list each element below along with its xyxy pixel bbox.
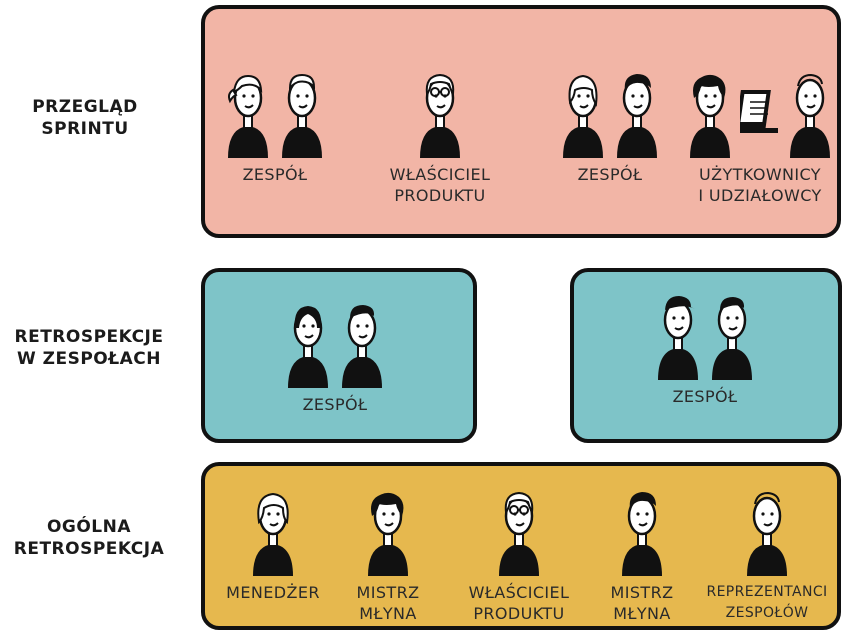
group-caption: ZESPÓŁ [205,164,345,185]
group-caption: WŁAŚCICIEL PRODUKTU [446,582,592,624]
figures [260,298,410,388]
figures [208,486,338,576]
figures [205,68,345,158]
caption-line: MŁYNA [359,604,417,623]
row-label-line: W ZESPOŁACH [16,349,162,369]
person-icon [617,74,657,158]
row-label-overall-retro: OGÓLNA RETROSPEKCJA [4,516,174,560]
group-caption: REPREZENTANCI ZESPOŁÓW [694,582,840,624]
group-product-owner: WŁAŚCICIEL PRODUKTU [360,68,520,206]
woman-icon [563,74,603,158]
caption-line: UŻYTKOWNICY [698,165,821,184]
group-team: ZESPÓŁ [205,68,345,185]
person-icon [747,491,787,576]
caption-line: ZESPOŁÓW [725,605,809,621]
group-team: ZESPÓŁ [260,298,410,415]
person-icon [282,73,322,158]
group-caption: MISTRZ MŁYNA [592,582,692,624]
caption-line: MISTRZ [356,583,420,602]
person-icon [712,297,752,380]
figures [592,486,692,576]
caption-line: WŁAŚCICIEL [468,583,570,602]
row-label-line: SPRINTU [41,119,129,139]
row-label-line: RETROSPEKCJA [13,539,165,559]
woman-icon [288,306,328,388]
group-caption: MISTRZ MŁYNA [338,582,438,624]
row-label-line: OGÓLNA [46,517,132,537]
group-caption: ZESPÓŁ [260,394,410,415]
figures [338,486,438,576]
laptop-icon [740,90,778,133]
caption-line: MENEDŻER [226,583,320,602]
group-caption: WŁAŚCICIEL PRODUKTU [360,164,520,206]
caption-line: MISTRZ [610,583,674,602]
group-team: ZESPÓŁ [630,290,780,407]
woman-icon [690,74,730,158]
row-label-line: RETROSPEKCJE [14,327,164,347]
figures [694,486,840,576]
caption-line: PRODUKTU [473,604,565,623]
woman-icon [253,492,293,576]
person-icon [420,73,460,158]
figures [630,290,780,380]
person-icon [658,296,698,380]
team-retro-panel-2 [570,268,842,443]
caption-line: WŁAŚCICIEL [389,165,491,184]
group-team-reps: REPREZENTANCI ZESPOŁÓW [694,486,840,624]
row-label-sprint-review: PRZEGLĄD SPRINTU [10,96,160,140]
caption-line: PRODUKTU [394,186,486,205]
group-users-stakeholders: UŻYTKOWNICY I UDZIAŁOWCY [680,68,840,206]
group-team: ZESPÓŁ [540,68,680,185]
group-caption: MENEDŻER [208,582,338,603]
group-manager: MENEDŻER [208,486,338,603]
caption-line: I UDZIAŁOWCY [698,186,822,205]
caption-line: ZESPÓŁ [302,395,368,414]
person-icon [622,492,662,576]
row-label-team-retros: RETROSPEKCJE W ZESPOŁACH [4,326,174,370]
figures [446,486,592,576]
person-icon [499,491,539,576]
caption-line: REPREZENTANCI [706,584,828,600]
figures [360,68,520,158]
woman-icon [228,74,268,158]
group-scrum-master: MISTRZ MŁYNA [338,486,438,624]
caption-line: ZESPÓŁ [242,165,308,184]
sprint-review-panel [201,5,841,238]
person-icon [342,305,382,388]
woman-icon [368,492,408,576]
caption-line: ZESPÓŁ [577,165,643,184]
group-scrum-master: MISTRZ MŁYNA [592,486,692,624]
figures [540,68,680,158]
team-retro-panel-1 [201,268,477,443]
group-caption: ZESPÓŁ [540,164,680,185]
group-caption: UŻYTKOWNICY I UDZIAŁOWCY [680,164,840,206]
person-icon [790,73,830,158]
caption-line: ZESPÓŁ [672,387,738,406]
figures [680,68,840,158]
group-product-owner: WŁAŚCICIEL PRODUKTU [446,486,592,624]
caption-line: MŁYNA [613,604,671,623]
group-caption: ZESPÓŁ [630,386,780,407]
row-label-line: PRZEGLĄD [32,97,138,117]
